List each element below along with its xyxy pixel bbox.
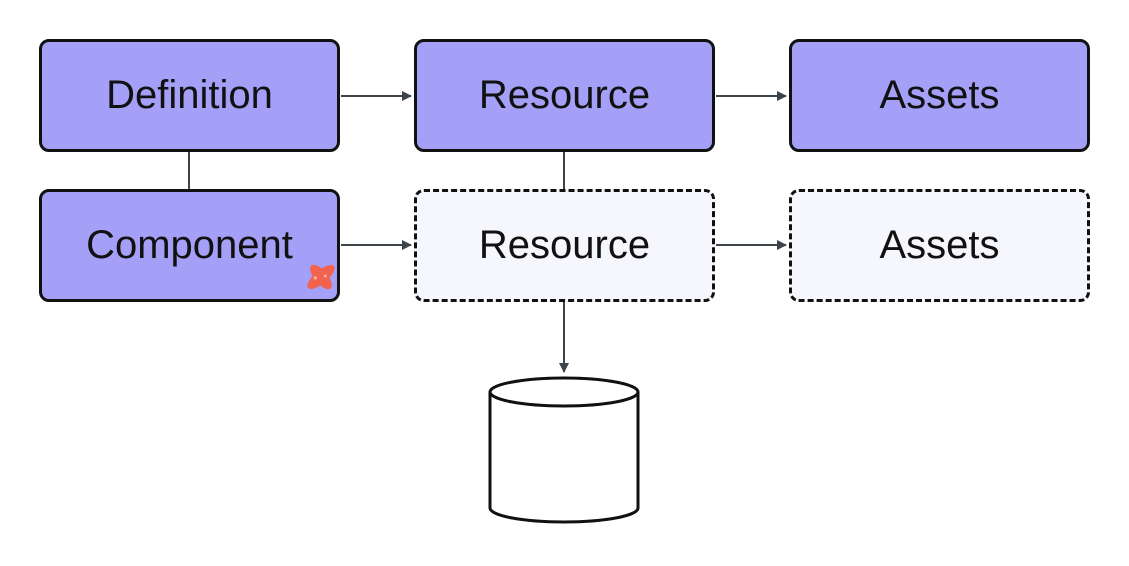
resource-node-top: Resource — [414, 39, 715, 152]
assets-top-label: Assets — [879, 73, 1000, 117]
component-label: Component — [86, 223, 293, 267]
resource-node-bottom: Resource — [414, 189, 715, 302]
database-icon — [488, 376, 640, 524]
definition-node: Definition — [39, 39, 340, 152]
resource-bottom-label: Resource — [478, 223, 651, 267]
definition-label: Definition — [106, 73, 273, 117]
assets-node-bottom: Assets — [789, 189, 1090, 302]
dagster-logo-icon — [307, 264, 335, 290]
assets-bottom-label: Assets — [879, 223, 1000, 267]
assets-node-top: Assets — [789, 39, 1090, 152]
resource-top-label: Resource — [478, 73, 651, 117]
component-node: Component — [39, 189, 340, 302]
